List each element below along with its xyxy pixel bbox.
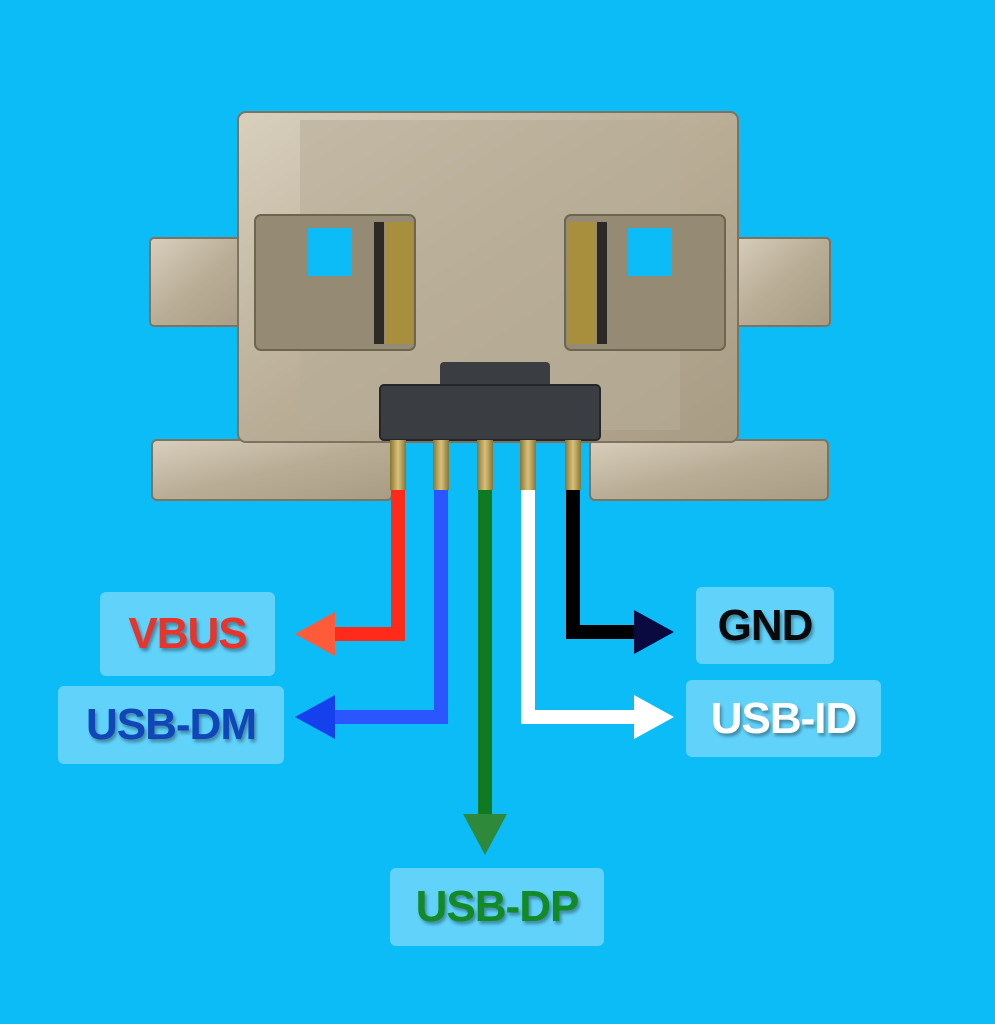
label-vbus: VBUS	[100, 592, 275, 676]
pin-2	[433, 440, 449, 490]
wire-vbus	[295, 490, 405, 656]
mounting-tab-left	[149, 237, 251, 327]
mounting-tab-right	[729, 237, 831, 327]
spring-edge-left	[374, 222, 384, 344]
arrowhead-usb-id	[634, 695, 674, 739]
wire-usb-id	[521, 490, 674, 739]
wire-usb-dp	[463, 490, 507, 855]
arrowhead-vbus	[295, 612, 335, 656]
arrowhead-usb-dm	[295, 695, 335, 739]
label-usb-dm: USB-DM	[58, 686, 284, 764]
bottom-tab-right	[589, 439, 829, 501]
label-gnd: GND	[696, 587, 834, 664]
pin-1	[390, 440, 406, 490]
plastic-block	[379, 384, 601, 441]
pin-5	[565, 440, 581, 490]
pin-3	[477, 440, 493, 490]
window-hole-left	[308, 228, 352, 276]
spring-edge-right	[597, 222, 607, 344]
label-usb-id: USB-ID	[686, 680, 881, 757]
wire-line-usb-dm	[330, 490, 448, 724]
wire-usb-dm	[295, 490, 448, 739]
spring-contact-right	[567, 222, 595, 344]
label-usb-dp: USB-DP	[390, 868, 604, 946]
wire-line-gnd	[566, 490, 640, 639]
wire-line-usb-id	[521, 490, 640, 724]
pin-4	[520, 440, 536, 490]
micro-usb-connector	[149, 111, 831, 501]
arrowhead-gnd	[634, 610, 674, 654]
arrowhead-usb-dp	[463, 814, 507, 855]
window-hole-right	[628, 228, 672, 276]
spring-contact-left	[385, 222, 413, 344]
bottom-tab-left	[151, 439, 393, 501]
wire-gnd	[566, 490, 674, 654]
wire-line-vbus	[330, 490, 405, 641]
